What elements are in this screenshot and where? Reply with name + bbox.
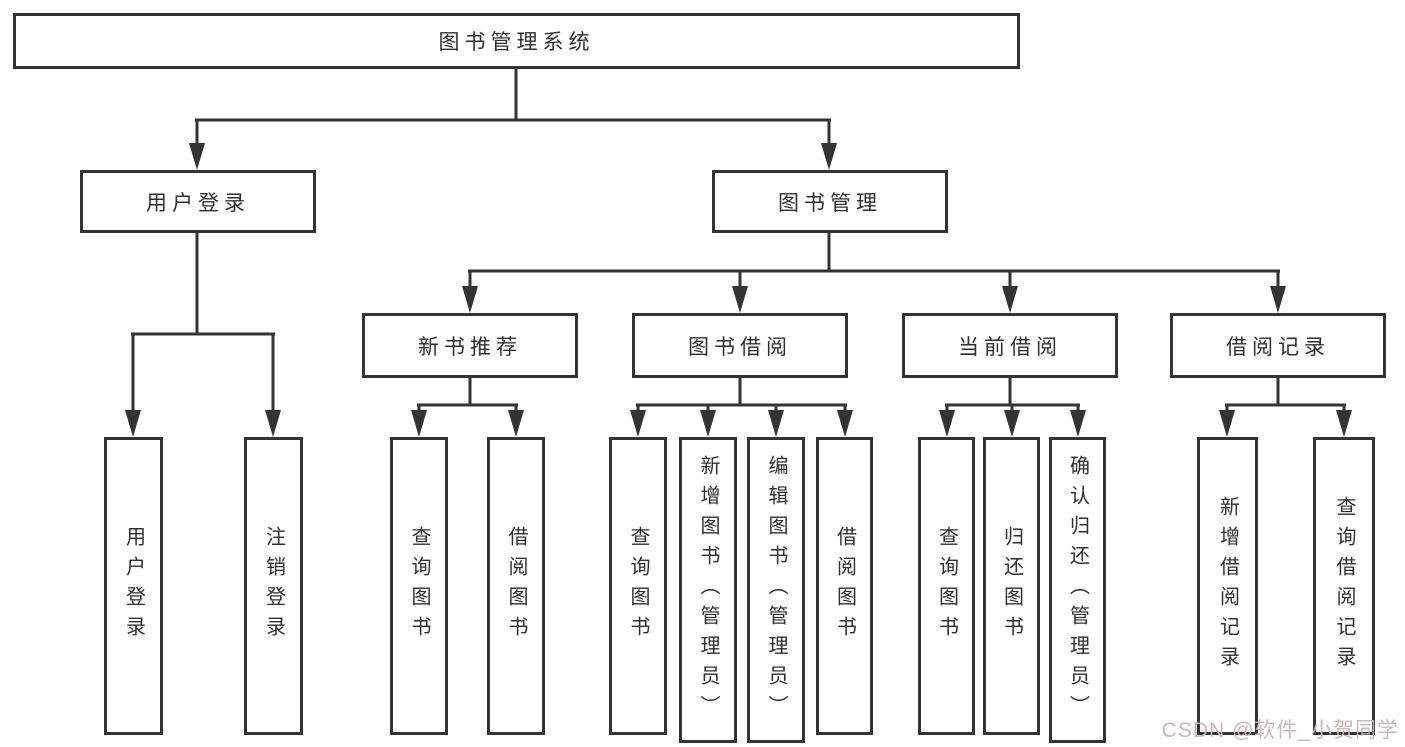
- leaf-edit-book-admin: 编辑图书（管理员）: [747, 437, 805, 743]
- leaf-borrow-books: 借阅图书: [816, 437, 873, 735]
- leaf-borrow-books-rec: 借阅图书: [487, 437, 545, 735]
- leaf-query-borrow-record: 查询借阅记录: [1313, 437, 1375, 735]
- node-book-management: 图书管理: [712, 170, 948, 233]
- connectors-user-login-branch: [125, 233, 281, 437]
- leaf-logout: 注销登录: [244, 437, 303, 735]
- node-current-borrowing: 当前借阅: [902, 313, 1118, 378]
- leaf-query-books-current: 查询图书: [918, 437, 975, 735]
- node-book-borrowing: 图书借阅: [632, 313, 848, 378]
- connectors-root-to-level2: [189, 68, 837, 170]
- connectors-book-borrow-leaves: [630, 378, 853, 437]
- leaf-add-borrow-record: 新增借阅记录: [1197, 437, 1258, 735]
- node-new-book-recommendation: 新书推荐: [362, 313, 578, 378]
- connectors-book-mgmt-to-level3: [462, 233, 1286, 313]
- csdn-watermark: CSDN @软件_小贺同学: [1161, 719, 1399, 742]
- node-user-login: 用户登录: [80, 170, 316, 233]
- node-root-library-system: 图书管理系统: [13, 13, 1020, 69]
- connectors-current-borrow-leaves: [939, 378, 1086, 437]
- leaf-query-books-borrow: 查询图书: [609, 437, 667, 735]
- node-borrowing-records: 借阅记录: [1170, 313, 1386, 378]
- connectors-new-book-rec-leaves: [411, 378, 524, 437]
- leaf-query-books-rec: 查询图书: [390, 437, 448, 735]
- connectors-borrow-records-leaves: [1219, 378, 1352, 437]
- leaf-user-login: 用户登录: [104, 437, 163, 735]
- leaf-add-book-admin: 新增图书（管理员）: [679, 437, 737, 743]
- leaf-confirm-return-admin: 确认归还（管理员）: [1049, 437, 1106, 743]
- leaf-return-books: 归还图书: [983, 437, 1040, 735]
